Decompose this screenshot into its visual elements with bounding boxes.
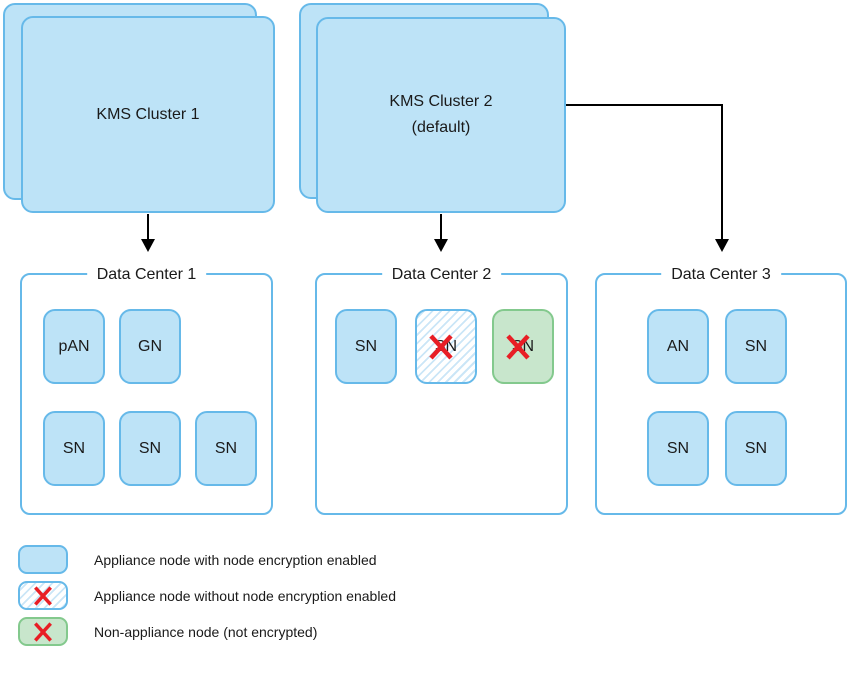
kms-cluster-1: KMS Cluster 1 (21, 16, 275, 213)
red-x-icon (34, 621, 52, 642)
node-label: SN (744, 337, 768, 355)
node-sn: SN (43, 411, 105, 486)
node-sn: SN (195, 411, 257, 486)
legend-label: Appliance node without node encryption e… (94, 587, 397, 604)
arrowhead-down-icon (434, 239, 448, 252)
node-label: SN (666, 439, 690, 457)
node-an: AN (647, 309, 709, 384)
node-label: SN (138, 439, 162, 457)
node-label: SN (744, 439, 768, 457)
data-center-title: Data Center 2 (381, 263, 502, 286)
arrowhead-down-icon (141, 239, 155, 252)
node-pan: pAN (43, 309, 105, 384)
data-center-1: Data Center 1 pAN GN SN SN SN (20, 263, 273, 515)
kms-cluster-2: KMS Cluster 2 (default) (316, 17, 566, 213)
legend: Appliance node with node encryption enab… (18, 545, 396, 653)
node-sn: SN (335, 309, 397, 384)
legend-label: Appliance node with node encryption enab… (94, 551, 377, 568)
node-sn-non-appliance: SN (492, 309, 554, 384)
node-sn: SN (647, 411, 709, 486)
legend-swatch-non-appliance (18, 617, 68, 646)
arrow-line-cluster2-dc3 (566, 104, 723, 240)
legend-label: Non-appliance node (not encrypted) (94, 623, 318, 640)
node-sn: SN (119, 411, 181, 486)
data-center-title: Data Center 3 (661, 263, 781, 286)
node-label: SN (62, 439, 86, 457)
node-label: GN (138, 337, 162, 355)
cluster-sublabel: (default) (411, 119, 471, 136)
cluster-label: KMS Cluster 2 (389, 93, 493, 110)
node-label: SN (214, 439, 238, 457)
node-sn: SN (725, 309, 787, 384)
legend-item: Non-appliance node (not encrypted) (18, 617, 396, 646)
arrowhead-down-icon (715, 239, 729, 252)
legend-swatch-encrypted (18, 545, 68, 574)
node-gn: GN (119, 309, 181, 384)
legend-swatch-unencrypted-appliance (18, 581, 68, 610)
data-center-2: Data Center 2 SN SN SN (315, 263, 568, 515)
node-sn: SN (725, 411, 787, 486)
legend-item: Appliance node with node encryption enab… (18, 545, 396, 574)
node-label: pAN (58, 337, 90, 355)
node-label: SN (354, 337, 378, 355)
red-x-icon (429, 333, 453, 360)
data-center-3: Data Center 3 AN SN SN SN (595, 263, 847, 515)
node-label: AN (666, 337, 690, 355)
legend-item: Appliance node without node encryption e… (18, 581, 396, 610)
red-x-icon (34, 585, 52, 606)
red-x-icon (506, 333, 530, 360)
data-center-title: Data Center 1 (86, 263, 207, 286)
node-sn-unencrypted: SN (415, 309, 477, 384)
cluster-label: KMS Cluster 1 (96, 105, 200, 123)
